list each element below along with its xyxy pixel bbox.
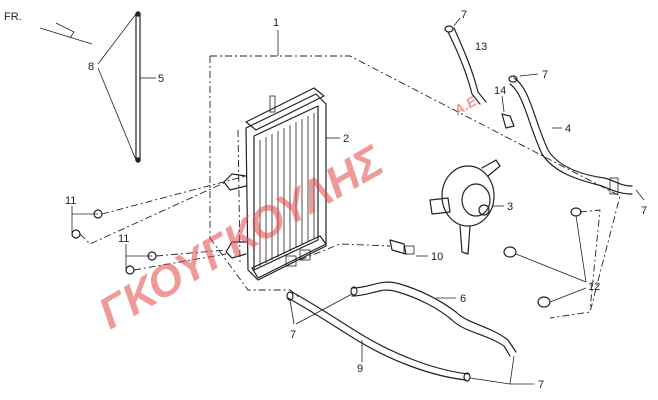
callout-7-right: 7 [641, 205, 647, 217]
fan-motor-part-3 [429, 159, 504, 255]
callout-4: 4 [565, 123, 571, 135]
callout-6: 6 [460, 293, 466, 305]
hose-part-13 [444, 17, 487, 105]
bolts-part-11 [71, 175, 247, 275]
direction-arrow [39, 22, 93, 45]
callout-10: 10 [431, 251, 443, 263]
thermo-switch-part-10 [299, 239, 428, 261]
radiator-part-2 [223, 87, 340, 281]
callout-8: 8 [88, 61, 94, 73]
callout-11-upper: 11 [65, 195, 76, 207]
grommets-part-12 [503, 207, 601, 311]
direction-marker: FR. [4, 11, 22, 23]
callout-13: 13 [475, 41, 487, 53]
callout-9: 9 [357, 363, 363, 375]
hose-part-9 [286, 291, 471, 382]
callout-7-hose-4: 7 [542, 69, 548, 81]
hose-part-4 [508, 73, 645, 201]
callout-11-lower: 11 [118, 233, 129, 245]
callout-7-bottom: 7 [538, 379, 544, 391]
callout-1: 1 [273, 17, 279, 29]
callout-7-lower-left: 7 [290, 329, 296, 341]
callout-7-top-hose: 7 [461, 9, 467, 21]
hose-part-6 [350, 281, 517, 357]
svg-text:ΓΚΟΥΓΚΟΥΛΗΣ: ΓΚΟΥΓΚΟΥΛΗΣ [91, 136, 393, 339]
side-panel-part-5 [135, 11, 156, 163]
clamp-part-14 [501, 95, 515, 129]
svg-text:Α.Ε.: Α.Ε. [450, 91, 482, 119]
callout-8-leaders [97, 13, 137, 161]
callout-7-leaders [289, 293, 534, 385]
callout-labels: 1 2 3 4 5 6 7 7 7 7 7 8 9 10 11 11 12 13… [65, 9, 647, 391]
assembly-outline [209, 30, 621, 319]
callout-5: 5 [158, 73, 164, 85]
callout-14: 14 [494, 85, 506, 97]
callout-2: 2 [343, 133, 349, 145]
callout-3: 3 [507, 201, 513, 213]
callout-12: 12 [588, 281, 600, 293]
